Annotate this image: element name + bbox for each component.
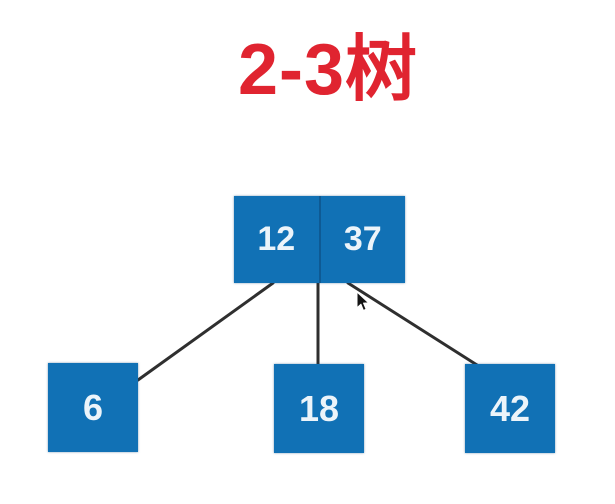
tree-node-18: 18 <box>274 364 364 453</box>
tree-node-6: 6 <box>48 363 138 452</box>
edge-root-to-leaf-6 <box>136 281 275 382</box>
tree-node-42: 42 <box>465 364 555 453</box>
root-cell-divider <box>318 196 321 283</box>
leaf-key-18: 18 <box>298 387 340 429</box>
tree-node-root: 12 37 <box>234 196 405 283</box>
root-key-37: 37 <box>343 220 382 258</box>
root-key-cell-left: 12 <box>234 196 319 283</box>
leaf-key-6: 6 <box>82 386 104 428</box>
root-key-12: 12 <box>257 220 296 258</box>
page-title: 2-3树 <box>237 30 419 110</box>
leaf-key-42: 42 <box>489 387 531 429</box>
arrow-cursor-icon <box>356 291 370 311</box>
root-key-cell-right: 37 <box>321 196 406 283</box>
edge-root-to-leaf-42 <box>346 281 479 367</box>
